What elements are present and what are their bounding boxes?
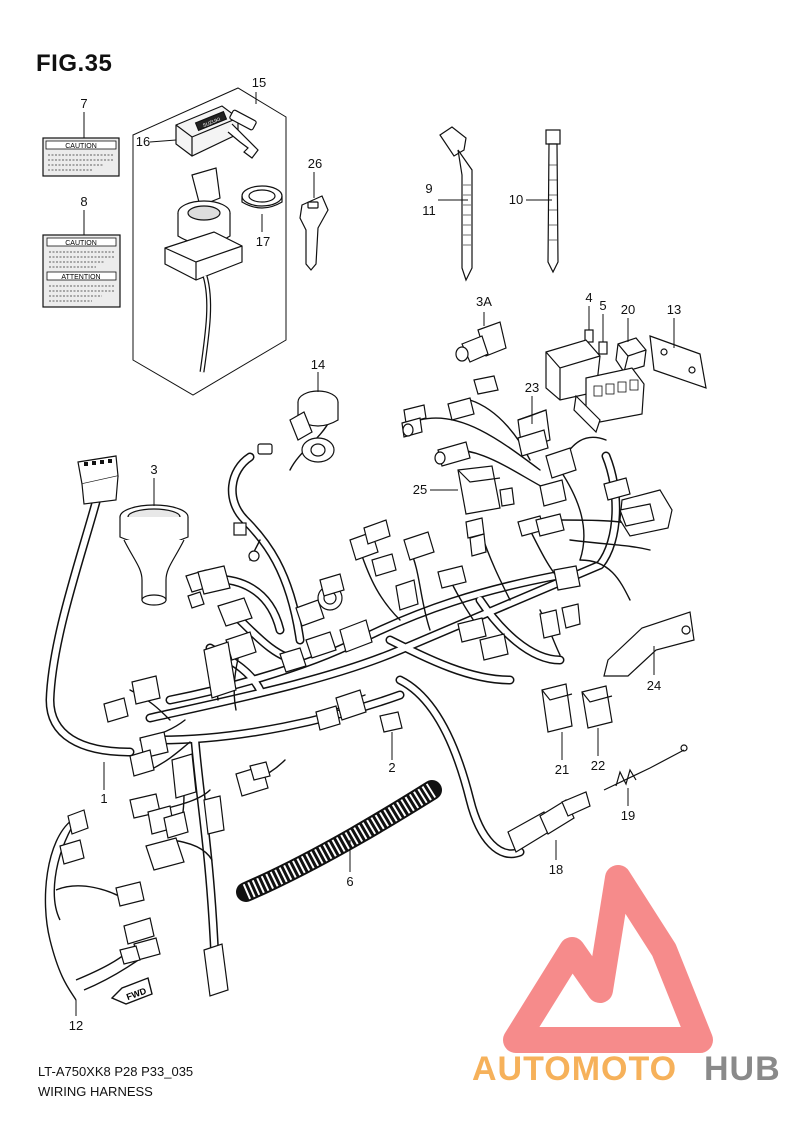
callout-8: 8 xyxy=(80,194,87,209)
callout-24: 24 xyxy=(647,678,661,693)
callout-numbers: 15 7 16 8 17 26 9 11 10 3A 4 5 20 13 14 … xyxy=(69,75,681,1033)
callout-7: 7 xyxy=(80,96,87,111)
caution-label-7: CAUTION xyxy=(42,112,120,177)
clip-19 xyxy=(603,744,688,791)
fuse-5 xyxy=(598,341,608,355)
relay-20 xyxy=(615,337,647,373)
callout-19: 19 xyxy=(621,808,635,823)
connector-21 xyxy=(541,683,573,733)
callout-6: 6 xyxy=(346,874,353,889)
corrugated-tube-6 xyxy=(236,780,442,902)
callout-11: 11 xyxy=(422,203,436,218)
watermark-logo xyxy=(503,865,713,1053)
callout-10: 10 xyxy=(509,192,523,207)
cable-tie-9-11 xyxy=(439,126,473,282)
callout-20: 20 xyxy=(621,302,635,317)
callout-12: 12 xyxy=(69,1018,83,1033)
caution-text-2: CAUTION xyxy=(65,240,97,247)
callout-22: 22 xyxy=(591,758,605,773)
connector-22 xyxy=(581,685,613,729)
fuse-box xyxy=(545,339,645,434)
watermark-text: AUTOMOTO HUB xyxy=(472,1050,781,1088)
callout-16: 16 xyxy=(136,134,150,149)
callout-23: 23 xyxy=(525,380,539,395)
callout-25: 25 xyxy=(413,482,427,497)
harness-connectors xyxy=(77,375,673,997)
watermark-text-part2: HUB xyxy=(704,1050,781,1088)
ignition-switch-set: SUZUKI xyxy=(132,87,329,396)
figure-code: LT-A750XK8 P28 P33_035 xyxy=(38,1064,194,1079)
figure-title: FIG.35 xyxy=(36,50,113,77)
callout-3: 3 xyxy=(150,462,157,477)
caution-label-8: CAUTION ATTENTION xyxy=(42,210,121,308)
cable-tie-10 xyxy=(545,129,561,274)
boot-3 xyxy=(119,504,189,606)
sensor-18 xyxy=(507,791,591,853)
sub-harness-connectors xyxy=(59,809,161,965)
fwd-arrow: FWD xyxy=(110,977,153,1005)
caution-text-1: CAUTION xyxy=(65,143,97,150)
callout-26: 26 xyxy=(308,156,322,171)
plate-24 xyxy=(603,611,695,677)
connector-2 xyxy=(379,711,403,733)
callout-2: 2 xyxy=(388,760,395,775)
callout-21: 21 xyxy=(555,762,569,777)
callout-3a: 3A xyxy=(476,294,492,309)
callout-14: 14 xyxy=(311,357,325,372)
part-3a-connector xyxy=(455,321,507,363)
callout-1: 1 xyxy=(100,791,107,806)
leader-lines xyxy=(75,92,675,1016)
callout-4: 4 xyxy=(585,290,592,305)
watermark-text-part1: AUTOMOTO xyxy=(472,1050,677,1088)
callout-5: 5 xyxy=(599,298,606,313)
callout-9: 9 xyxy=(425,181,432,196)
callout-13: 13 xyxy=(667,302,681,317)
callout-15: 15 xyxy=(252,75,266,90)
figure-name: WIRING HARNESS xyxy=(38,1084,153,1099)
callout-17: 17 xyxy=(256,234,270,249)
attention-text: ATTENTION xyxy=(61,274,100,281)
bracket-13 xyxy=(649,335,707,389)
callout-18: 18 xyxy=(549,862,563,877)
connector-23 xyxy=(517,429,549,457)
